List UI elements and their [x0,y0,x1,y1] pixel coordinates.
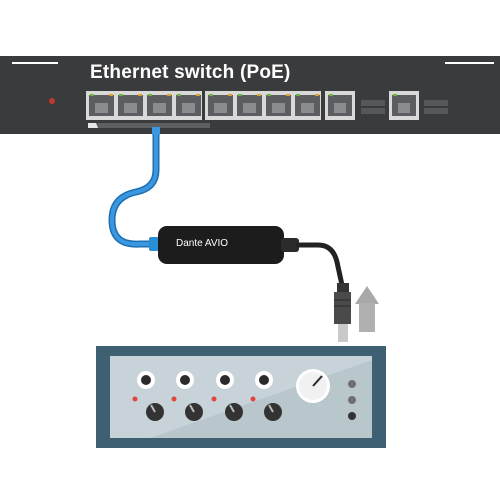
gain-knob [146,403,164,421]
port [237,94,262,116]
gain-knob [225,403,243,421]
dante-avio-adapter [158,226,299,264]
gain-knob [185,403,203,421]
xlr-cable [295,242,351,342]
uplink-port [328,94,352,116]
input-jack [255,371,273,389]
adapter-label: Dante AVIO [176,238,229,249]
cable-strain-relief [281,238,299,252]
port [176,94,201,116]
mixer-button [348,412,356,420]
mixer-button [348,380,356,388]
mixer-button [348,396,356,404]
up-arrow-icon [355,286,379,332]
gain-knob [264,403,282,421]
uplink-port [392,94,416,116]
port [208,94,233,116]
adapter-body [158,226,284,264]
input-jack [216,371,234,389]
ethernet-switch [0,56,500,134]
port-shelf [88,123,210,128]
indicator-dot [211,396,217,402]
input-jack [176,371,194,389]
port [295,94,320,116]
ethernet-cable [108,127,160,251]
rj45-plug-switch [152,127,160,135]
port [147,94,172,116]
xlr-connector [334,292,351,324]
indicator-dot [132,396,138,402]
indicator-dot [250,396,256,402]
port [89,94,114,116]
xlr-tip [338,324,348,342]
port [118,94,143,116]
audio-mixer [96,346,386,448]
master-knob [296,369,330,403]
rj45-plug [149,237,159,251]
input-jack [137,371,155,389]
power-led [49,98,55,104]
switch-title: Ethernet switch (PoE) [90,62,291,83]
port [266,94,291,116]
xlr-boot [337,283,349,293]
indicator-dot [171,396,177,402]
